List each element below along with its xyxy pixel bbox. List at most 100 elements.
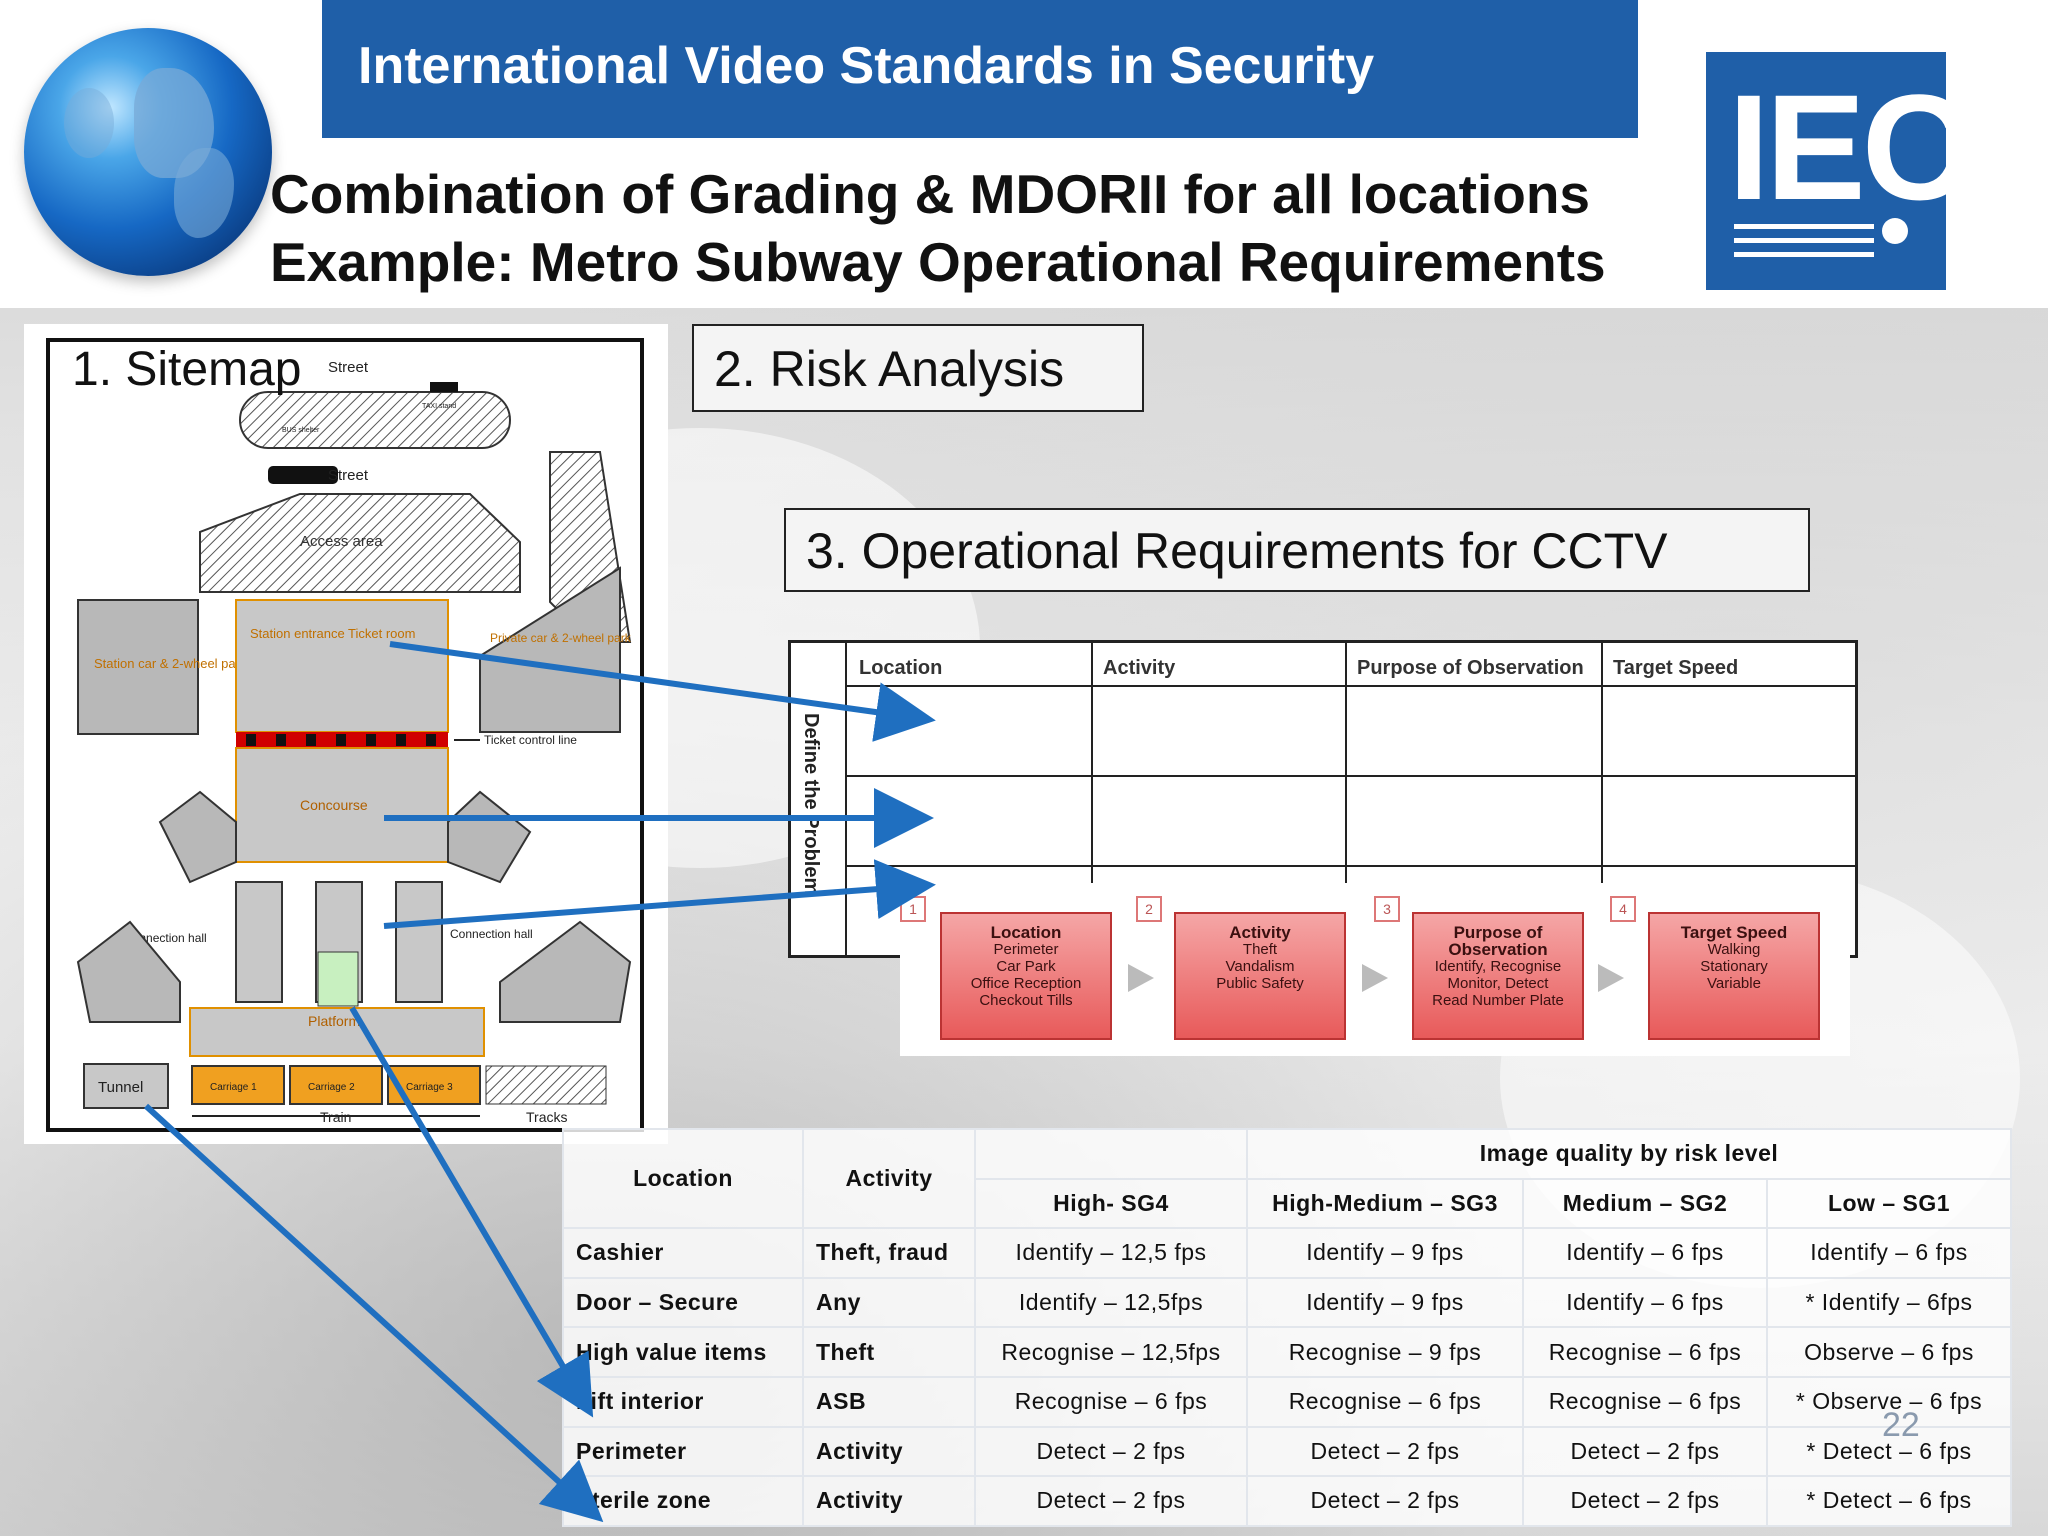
entrance-label: Station entrance Ticket room — [250, 626, 415, 641]
cell-sg2: Identify – 6 fps — [1522, 1276, 1768, 1329]
table-line — [847, 685, 1855, 687]
header-level: Low – SG1 — [1766, 1177, 2012, 1230]
ticket-gates — [246, 734, 436, 746]
flow-arrow-icon — [1362, 964, 1388, 992]
table-row: Door – Secure Any Identify – 12,5fps Ide… — [562, 1276, 2012, 1329]
tracks — [485, 1065, 607, 1105]
connection-shaft — [395, 881, 443, 1003]
cell-sg2: Detect – 2 fps — [1522, 1475, 1768, 1527]
flow-step-activity: Activity Theft Vandalism Public Safety — [1174, 912, 1346, 1040]
cell-sg1: Identify – 6 fps — [1766, 1227, 2012, 1279]
header-level: High-Medium – SG3 — [1246, 1177, 1524, 1230]
right-ramp — [447, 790, 532, 884]
flow-step-line: Monitor, Detect — [1447, 975, 1549, 992]
iec-logo: IEC — [1706, 52, 1970, 290]
carriage-3-label: Carriage 3 — [406, 1082, 453, 1093]
flow-step-title: Activity — [1229, 923, 1291, 942]
cell-sg1: * Identify – 6fps — [1766, 1276, 2012, 1329]
page-number: 22 — [1882, 1406, 1920, 1444]
globe-land — [174, 148, 234, 238]
def-header-purpose: Purpose of Observation — [1357, 657, 1584, 679]
table-header-row: Location Activity Image quality by risk … — [562, 1127, 2012, 1230]
logo-line — [1734, 238, 1874, 243]
street-label: Street — [328, 467, 369, 484]
ticket-line-label: Ticket control line — [484, 733, 577, 747]
header-location: Location — [562, 1127, 804, 1230]
def-header-activity: Activity — [1103, 657, 1176, 679]
cell-activity: Activity — [802, 1425, 976, 1478]
globe-icon — [24, 28, 272, 276]
cell-sg2: Recognise – 6 fps — [1522, 1326, 1768, 1378]
tunnel — [83, 1063, 169, 1109]
logo-line — [1734, 224, 1874, 229]
flow-step-line: Perimeter — [993, 941, 1059, 958]
risk-analysis-box: 2. Risk Analysis — [692, 324, 1144, 412]
cell-sg1: * Detect – 6 fps — [1766, 1475, 2012, 1527]
flow-step-line: Variable — [1707, 975, 1761, 992]
table-line — [847, 865, 1855, 867]
flow-step-line: Walking — [1707, 941, 1761, 958]
table-row: Sterile zone Activity Detect – 2 fps Det… — [562, 1475, 2012, 1527]
slide-title: International Video Standards in Securit… — [322, 0, 1638, 138]
conn-right-label: Connection hall — [450, 927, 533, 941]
requirements-flow: 1 Location Perimeter Car Park Office Rec… — [900, 896, 1850, 1056]
flow-step-location: Location Perimeter Car Park Office Recep… — [940, 912, 1112, 1040]
cell-sg1: Observe – 6 fps — [1766, 1326, 2012, 1378]
table-line — [1091, 643, 1093, 883]
table-row: Perimeter Activity Detect – 2 fps Detect… — [562, 1425, 2012, 1478]
subtitle-line-2: Example: Metro Subway Operational Requir… — [270, 231, 1606, 293]
sitemap-panel: Street TAXI stand BUS shelter Street Acc… — [24, 324, 668, 1144]
connection-shaft — [235, 881, 283, 1003]
define-problem-side: Define the Problem — [791, 643, 847, 955]
taxi-marker — [430, 382, 458, 392]
platform-grid — [317, 951, 359, 1007]
concourse-label: Concourse — [300, 797, 368, 813]
header-level: High- SG4 — [974, 1177, 1248, 1230]
cell-location: Perimeter — [562, 1425, 804, 1478]
left-ramp — [158, 790, 237, 884]
flow-step-number: 1 — [900, 896, 926, 922]
cell-sg4: Detect – 2 fps — [974, 1475, 1248, 1527]
table-line — [1345, 643, 1347, 883]
image-quality-table: Location Activity Image quality by risk … — [562, 1127, 2012, 1527]
cell-location: Lift interior — [562, 1375, 804, 1428]
cell-location: Sterile zone — [562, 1475, 804, 1527]
table-line — [1601, 643, 1603, 883]
tracks-label: Tracks — [526, 1109, 567, 1125]
concourse — [235, 747, 449, 863]
cell-location: Cashier — [562, 1227, 804, 1279]
table-row: Lift interior ASB Recognise – 6 fps Reco… — [562, 1375, 2012, 1428]
logo-dot — [1882, 218, 1908, 244]
street-top — [239, 391, 511, 449]
flow-step-number: 3 — [1374, 896, 1400, 922]
taxi-label: TAXI stand — [422, 403, 456, 410]
operational-requirements-box: 3. Operational Requirements for CCTV — [784, 508, 1810, 592]
header-level: Medium – SG2 — [1522, 1177, 1768, 1230]
table-row: Cashier Theft, fraud Identify – 12,5 fps… — [562, 1227, 2012, 1279]
cell-activity: Theft — [802, 1326, 976, 1378]
header-blank — [974, 1128, 1248, 1180]
carriage-2-label: Carriage 2 — [308, 1082, 355, 1093]
logo-line — [1734, 252, 1874, 257]
platform-label: Platform — [308, 1013, 360, 1029]
define-problem-label: Define the Problem — [800, 713, 822, 896]
cell-sg2: Recognise – 6 fps — [1522, 1375, 1768, 1428]
cell-sg4: Detect – 2 fps — [974, 1425, 1248, 1478]
cell-activity: Any — [802, 1276, 976, 1329]
cell-sg3: Detect – 2 fps — [1246, 1475, 1524, 1527]
cell-sg4: Recognise – 12,5fps — [974, 1326, 1248, 1378]
cell-sg3: Recognise – 6 fps — [1246, 1375, 1524, 1428]
header-activity: Activity — [802, 1127, 976, 1230]
flow-step-line: Checkout Tills — [979, 992, 1073, 1009]
subtitle-line-1: Combination of Grading & MDORII for all … — [270, 163, 1590, 225]
flow-step-number: 4 — [1610, 896, 1636, 922]
access-label: Access area — [300, 533, 383, 550]
carriage-1-label: Carriage 1 — [210, 1082, 257, 1093]
sitemap-frame: Street TAXI stand BUS shelter Street Acc… — [46, 338, 644, 1132]
flow-step-title: Target Speed — [1680, 923, 1788, 942]
def-header-speed: Target Speed — [1613, 657, 1739, 679]
station-entrance — [235, 599, 449, 733]
flow-step-line: Public Safety — [1216, 975, 1304, 992]
sitemap-diagram: Street TAXI stand BUS shelter Street Acc… — [76, 359, 632, 1125]
cell-sg4: Identify – 12,5fps — [974, 1276, 1248, 1329]
